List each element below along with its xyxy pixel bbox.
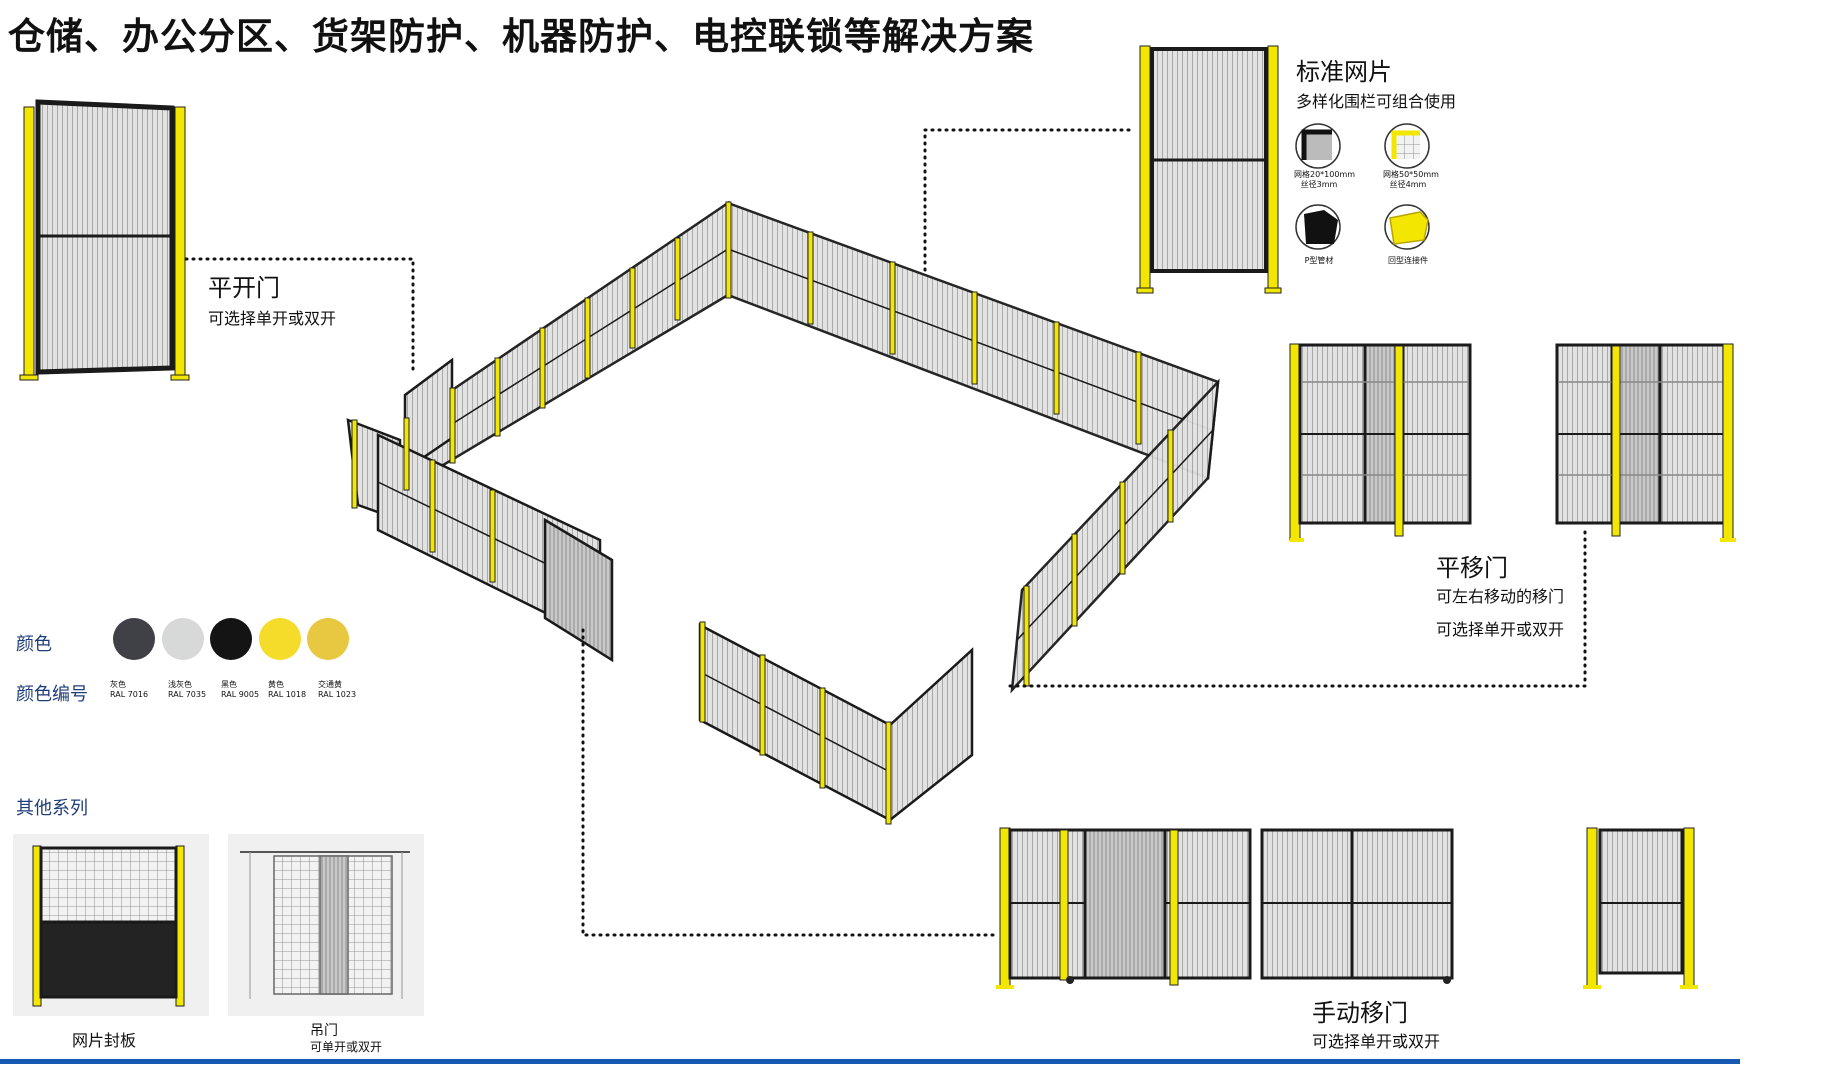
mesh-cover-panel-label: 网片封板	[72, 1031, 137, 1050]
dotted-connectors	[184, 128, 1587, 937]
color-swatch	[210, 618, 252, 660]
mesh-corner-gray-icon	[1295, 123, 1341, 169]
swing-door-drawing	[19, 99, 190, 381]
hanging-door-desc: 可单开或双开	[310, 1040, 383, 1054]
sliding-door-desc1: 可左右移动的移门	[1436, 587, 1565, 606]
sliding-door-double-drawing	[1555, 343, 1736, 542]
color-swatch	[259, 618, 301, 660]
p-tube-icon	[1295, 204, 1341, 250]
hanging-door-thumb	[228, 834, 424, 1016]
mesh-corner-yellow-icon	[1384, 123, 1430, 169]
manual-sliding-door-drawing	[996, 827, 1454, 989]
mesh-cover-panel-thumb	[13, 834, 209, 1016]
detail-caption: P型管材	[1304, 256, 1334, 265]
bottom-accent-bar	[0, 1059, 1740, 1064]
page-title: 仓储、办公分区、货架防护、机器防护、电控联锁等解决方案	[8, 15, 1034, 58]
standard-panel-label: 标准网片	[1296, 58, 1392, 86]
sliding-door-label: 平移门	[1436, 554, 1508, 582]
standard-panel-desc: 多样化围栏可组合使用	[1296, 92, 1457, 111]
isometric-fence-enclosure	[346, 200, 1220, 825]
sliding-door-single-drawing	[1289, 343, 1472, 542]
connector-icon	[1384, 204, 1430, 250]
sliding-door-desc2: 可选择单开或双开	[1436, 620, 1565, 639]
color-codes-label: 颜色编号	[16, 684, 88, 705]
color-swatch	[307, 618, 349, 660]
swing-door-label: 平开门	[208, 274, 280, 302]
colors-label: 颜色	[16, 634, 52, 655]
standard-panel-drawing	[1136, 45, 1282, 294]
manual-sliding-door-label: 手动移门	[1312, 999, 1408, 1027]
manual-sliding-door-side-drawing	[1583, 827, 1698, 989]
color-swatch	[162, 618, 204, 660]
color-swatch	[113, 618, 155, 660]
manual-sliding-door-desc: 可选择单开或双开	[1312, 1032, 1441, 1051]
other-series-label: 其他系列	[16, 798, 88, 819]
detail-caption: 回型连接件	[1388, 256, 1428, 265]
swing-door-desc: 可选择单开或双开	[208, 309, 337, 328]
hanging-door-label: 吊门	[310, 1023, 338, 1039]
